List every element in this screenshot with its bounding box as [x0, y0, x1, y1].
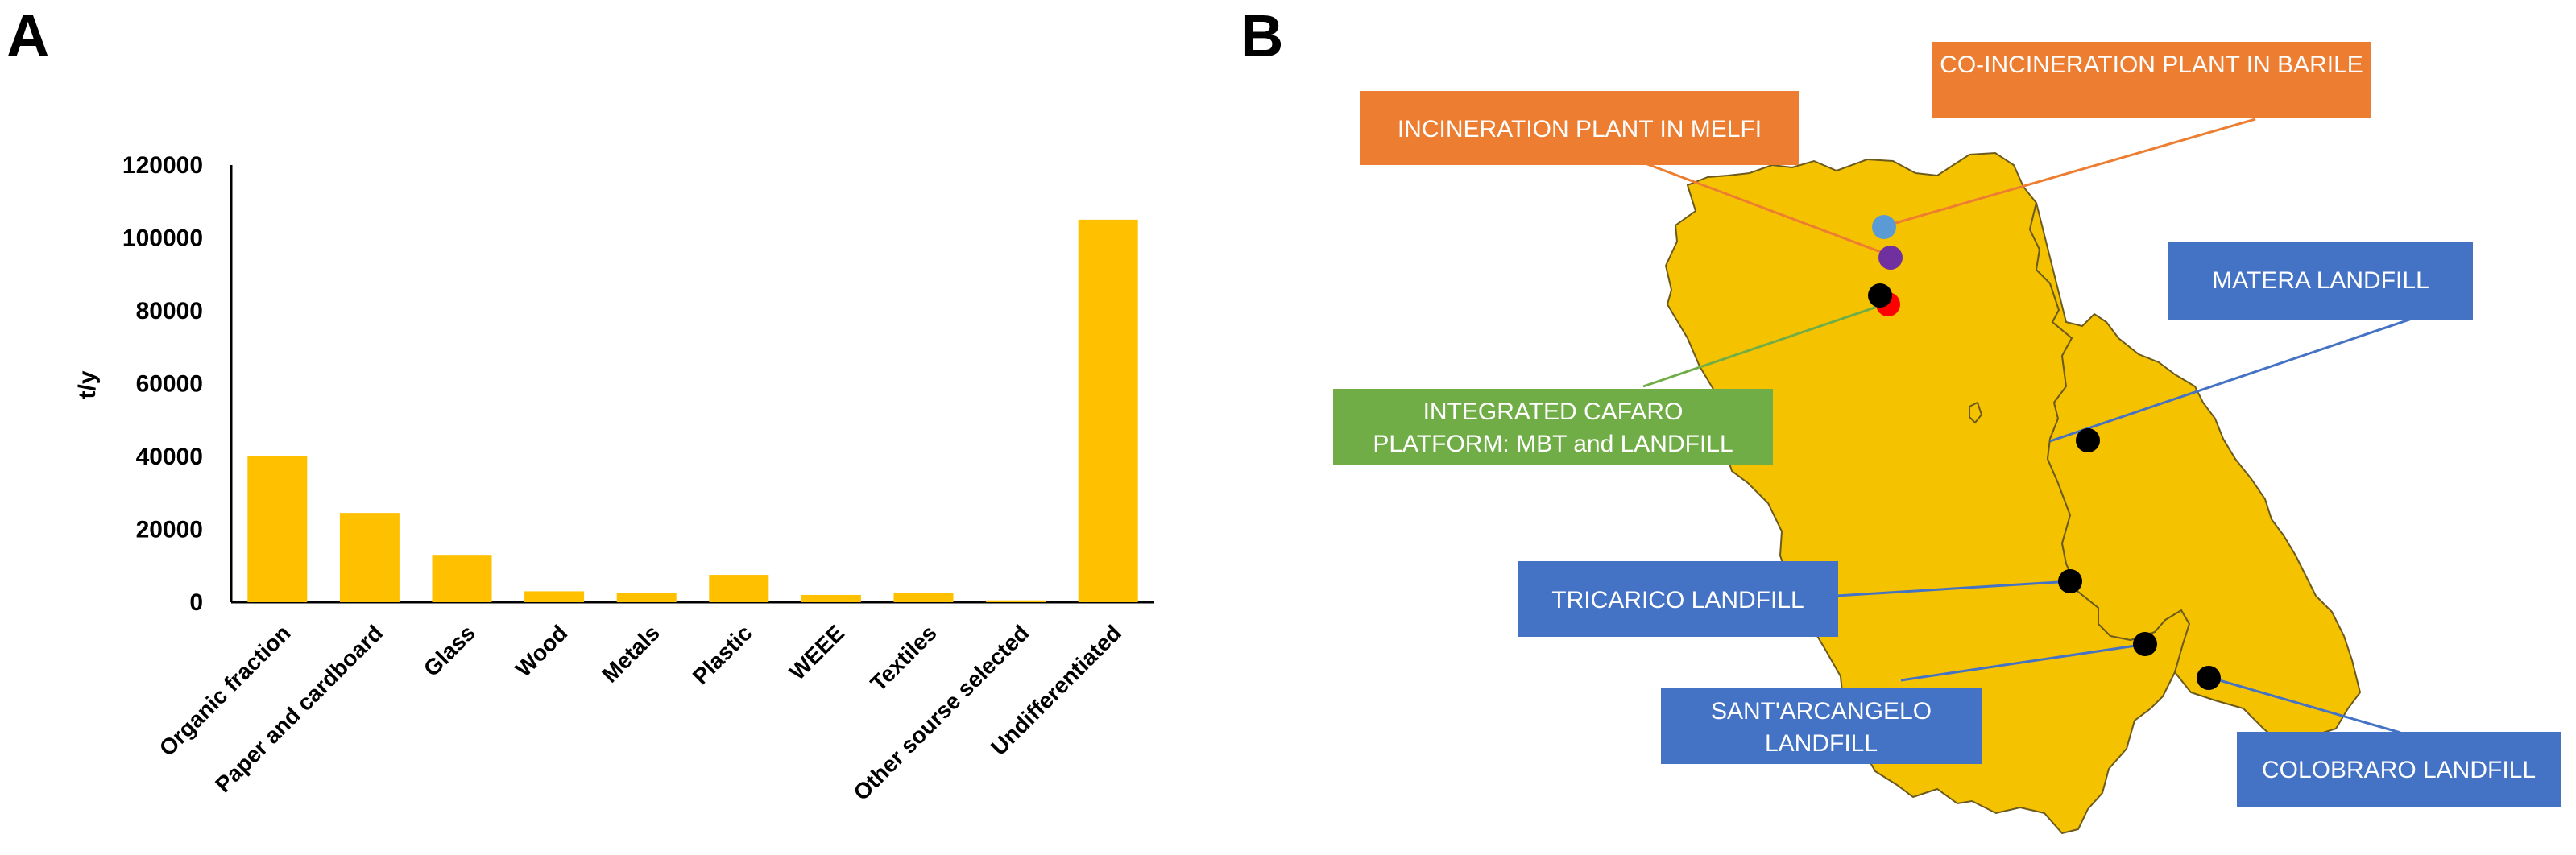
map-panel-b: B CO-INCINERATION PLANT IN BARILE	[1224, 0, 2576, 851]
label-box-santarcangelo: SANT'ARCANGELO LANDFILL	[1661, 688, 1982, 764]
category-label: Wood	[511, 620, 573, 682]
label-incineration: INCINERATION PLANT IN MELFI	[1398, 116, 1762, 142]
category-label: Paper and cardboard	[210, 620, 387, 797]
leader-line-cafaro	[1642, 300, 1892, 388]
category-label: Plastic	[688, 620, 757, 689]
label-santarcangelo-line2: LANDFILL	[1765, 730, 1878, 757]
y-axis-label: t/y	[74, 370, 101, 399]
label-cafaro-line2: PLATFORM: MBT and LANDFILL	[1373, 431, 1733, 457]
leader-line-incineration	[1642, 161, 1892, 258]
marker-cafaro-platform-black	[1868, 283, 1892, 308]
category-label: Textiles	[866, 620, 942, 696]
label-box-incineration: INCINERATION PLANT IN MELFI	[1360, 91, 1799, 165]
map-detail-shape	[1969, 401, 1983, 424]
bar	[893, 593, 954, 602]
bar	[709, 575, 769, 602]
y-tick-label: 40000	[136, 444, 203, 470]
y-tick-label: 120000	[122, 152, 203, 179]
bar	[616, 593, 677, 602]
label-tricarico: TRICARICO LANDFILL	[1551, 587, 1804, 613]
leader-line-colobraro	[2205, 675, 2401, 734]
marker-colobraro-landfill	[2197, 666, 2221, 690]
marker-santarcangelo-landfill	[2133, 632, 2157, 656]
label-box-cafaro: INTEGRATED CAFARO PLATFORM: MBT and LAND…	[1333, 389, 1773, 465]
bar	[432, 555, 492, 602]
leader-line-coincineration	[1886, 118, 2256, 227]
bars	[247, 219, 1138, 602]
marker-matera-landfill	[2076, 428, 2100, 452]
bar	[247, 456, 308, 602]
panel-letter-a: A	[6, 2, 49, 69]
bar	[524, 591, 585, 602]
label-colobraro: COLOBRARO LANDFILL	[2262, 757, 2536, 783]
category-label: Glass	[419, 620, 480, 681]
basilicata-map: B CO-INCINERATION PLANT IN BARILE	[1240, 2, 2561, 835]
label-matera: MATERA LANDFILL	[2212, 267, 2429, 294]
label-santarcangelo-line1: SANT'ARCANGELO	[1711, 698, 1932, 725]
bar	[339, 513, 400, 602]
bar	[986, 600, 1046, 602]
label-cafaro-line1: INTEGRATED CAFARO	[1423, 399, 1684, 425]
bar	[801, 594, 861, 602]
label-box-tricarico: TRICARICO LANDFILL	[1518, 561, 1838, 637]
label-box-colobraro: COLOBRARO LANDFILL	[2237, 732, 2561, 808]
y-tick-label: 0	[189, 589, 203, 616]
marker-incineration-plant	[1878, 246, 1903, 270]
category-label: Metals	[597, 620, 665, 688]
leader-line-tricarico	[1836, 580, 2073, 597]
province-matera-shape	[2028, 202, 2362, 750]
label-coincineration-line1: CO-INCINERATION PLANT IN BARILE	[1940, 52, 2363, 78]
category-label: Other sourse selected	[848, 620, 1033, 805]
marker-tricarico-landfill	[2058, 569, 2082, 593]
marker-coincineration-plant	[1872, 215, 1896, 239]
label-box-matera: MATERA LANDFILL	[2168, 242, 2473, 320]
y-tick-label: 20000	[136, 517, 203, 543]
y-tick-label: 80000	[136, 298, 203, 324]
leader-line-matera	[2049, 298, 2470, 443]
label-box-coincineration: CO-INCINERATION PLANT IN BARILE	[1932, 42, 2371, 118]
y-tick-label: 100000	[122, 225, 203, 252]
leader-line-santarcangelo	[1900, 642, 2147, 682]
category-label: WEEE	[785, 620, 849, 684]
panel-letter-b: B	[1240, 2, 1283, 69]
y-tick-label: 60000	[136, 371, 203, 398]
bar	[1078, 219, 1138, 602]
y-tick-labels: 0 20000 40000 60000 80000 100000 120000	[122, 152, 203, 616]
